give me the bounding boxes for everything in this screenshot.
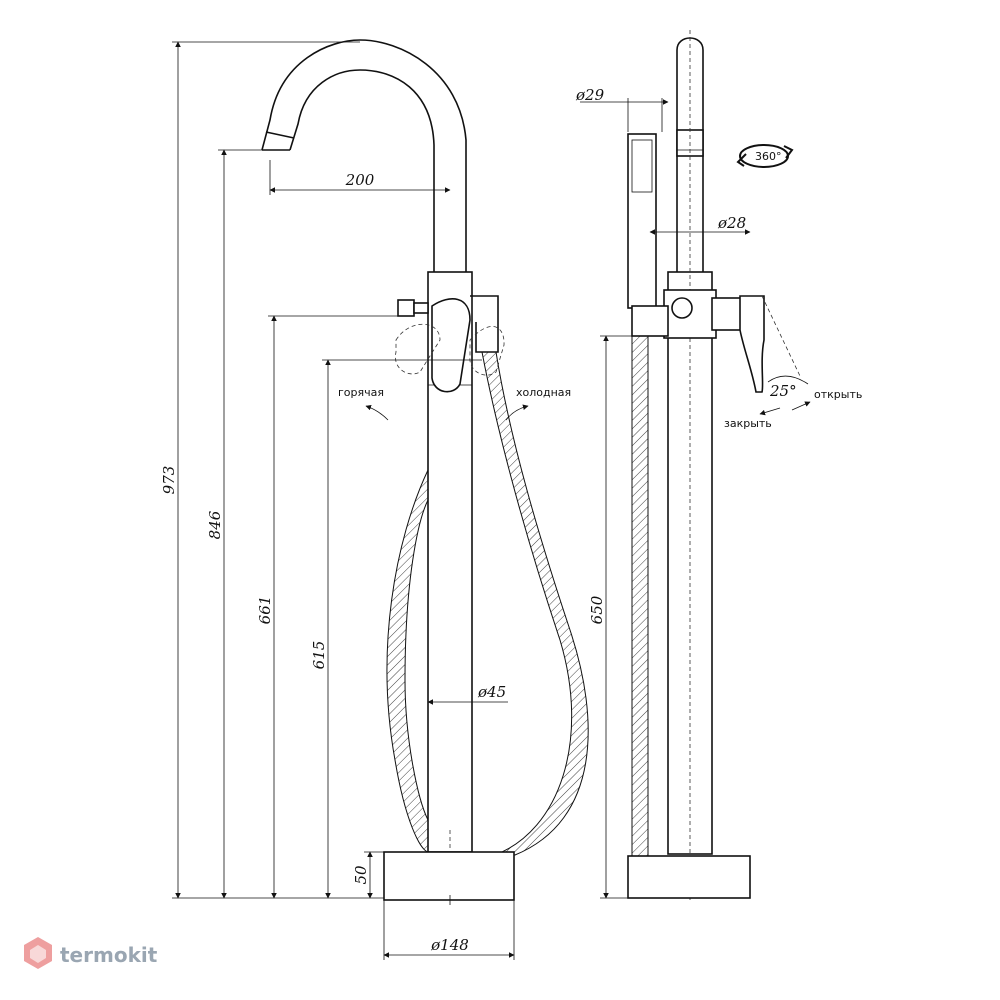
hot-arrow-icon — [365, 404, 389, 421]
cold-arrow-icon — [505, 404, 529, 421]
dim-200: 200 — [345, 171, 375, 189]
hose-connector — [397, 299, 415, 317]
dim-diam-29: ø29 — [575, 86, 605, 104]
watermark: termokit — [24, 937, 158, 969]
close-arrow-icon — [759, 407, 781, 416]
svg-text:360°: 360° — [755, 150, 782, 163]
side-shower-hose — [631, 335, 649, 859]
dim-846: 846 — [206, 510, 224, 539]
label-open: открыть — [814, 388, 862, 401]
front-view: 973 846 661 615 50 200 ø45 ø148 горячая … — [160, 39, 589, 960]
rotation-360-icon: 360° — [736, 144, 794, 168]
shower-head-grid-icon — [631, 139, 653, 193]
spout-tip — [262, 131, 295, 151]
dimension-lines — [172, 41, 515, 960]
side-floor-base — [627, 855, 751, 899]
dim-973: 973 — [160, 466, 178, 495]
open-arrow-icon — [791, 401, 811, 411]
dim-diam-28: ø28 — [717, 214, 746, 232]
shower-hose — [481, 351, 589, 856]
side-lever — [739, 295, 765, 393]
label-cold: холодная — [516, 386, 571, 399]
mixer-cartridge — [470, 295, 499, 353]
spout-inner — [289, 69, 435, 272]
dim-angle-25: 25° — [769, 382, 797, 400]
dim-650: 650 — [588, 595, 606, 624]
shower-holder — [631, 305, 669, 337]
dim-615: 615 — [310, 641, 328, 670]
label-close: закрыть — [724, 417, 772, 430]
hand-shower — [627, 133, 657, 309]
dim-diam-148: ø148 — [430, 936, 469, 954]
dim-50: 50 — [352, 865, 370, 885]
spout-outer — [261, 39, 467, 272]
watermark-text: termokit — [60, 943, 158, 967]
label-hot: горячая — [338, 386, 384, 399]
side-view: ø29 ø28 650 25° 360° открыть закрыть — [575, 30, 862, 900]
floor-base — [383, 851, 515, 901]
side-dimension-lines — [580, 98, 751, 899]
dim-diam-45: ø45 — [477, 683, 506, 701]
dim-661: 661 — [256, 596, 274, 625]
mixer-handle — [431, 298, 471, 393]
